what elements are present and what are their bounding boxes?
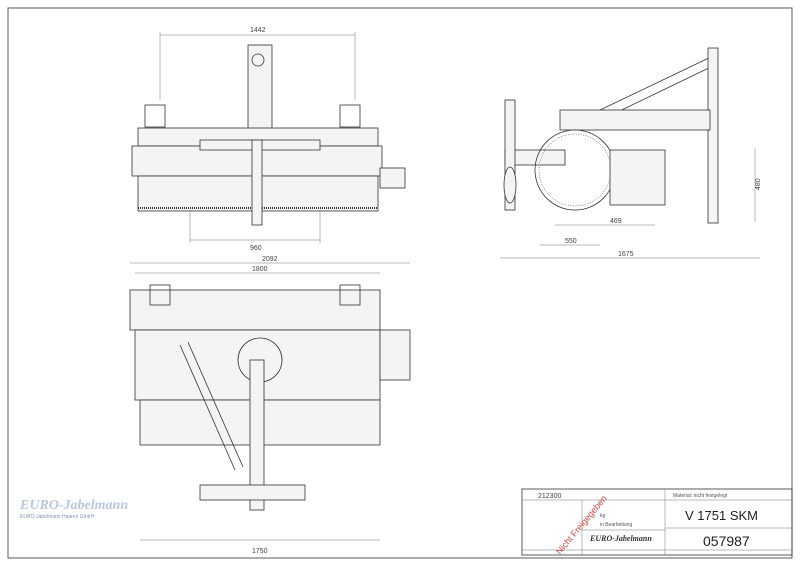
drawing-number: 212300 [538,493,561,500]
watermark: EURO-Jabelmann EURO-Jabelmann Haaren Gmb… [20,498,130,520]
dim-side-total: 1675 [618,251,634,258]
brush [534,129,616,211]
dim-front-width: 1442 [250,27,266,34]
title-block: 212300 Material: nicht festgelegt V 1751… [521,488,793,556]
dim-side-height: 480 [755,178,762,190]
designation: V 1751 SKM [685,508,758,523]
dim-top-bottom: 1750 [252,548,268,555]
dim-side-469: 469 [610,218,622,225]
weight: kg [600,513,606,519]
watermark-company: EURO-Jabelmann Haaren GmbH [20,514,95,520]
side-view: 469 550 1675 480 [500,47,762,259]
status: in Bearbeitung [600,522,632,528]
dim-side-550: 550 [565,238,577,245]
top-view: 2092 1800 1750 [129,256,411,555]
article-number: 057987 [703,533,750,549]
dim-front-inner: 960 [250,245,262,252]
material: Material: nicht festgelegt [673,493,728,499]
front-view: 1442 960 [131,27,406,252]
dim-top-inner: 1800 [252,266,268,273]
dim-top-total: 2092 [262,256,278,263]
drawing-border [7,7,793,559]
watermark-logo: EURO-Jabelmann [20,498,129,513]
company-logo: EURO-Jabelmann [589,534,652,543]
